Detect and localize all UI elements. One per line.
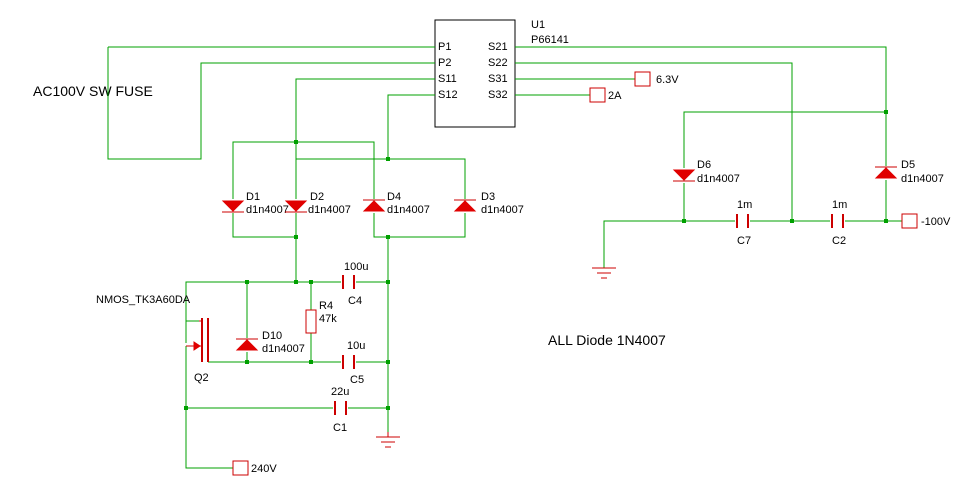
capacitor-c4-value: 100u — [344, 261, 368, 273]
pin-s31: S31 — [488, 73, 508, 85]
diode-d6-part: d1n4007 — [697, 173, 740, 185]
diode-d5: D5 d1n4007 — [874, 159, 944, 185]
resistor-r4: R4 47k — [305, 300, 337, 334]
diode-d10-ref: D10 — [262, 330, 282, 342]
capacitor-c5: 10u C5 — [342, 340, 365, 386]
pin-s22: S22 — [488, 57, 508, 69]
capacitor-c7-value: 1m — [737, 199, 752, 211]
diode-d1-part: d1n4007 — [246, 204, 289, 216]
capacitor-c2-ref: C2 — [832, 235, 846, 247]
pin-s32: S32 — [488, 89, 508, 101]
mosfet-q2-ref: Q2 — [194, 372, 209, 384]
port-2a: 2A — [589, 87, 622, 103]
port-240v-label: 240V — [251, 463, 277, 475]
wires — [107, 46, 902, 469]
pin-s11: S11 — [438, 73, 457, 85]
diode-d3-ref: D3 — [481, 191, 495, 203]
port-minus-100v-label: -100V — [921, 216, 951, 228]
capacitor-c4: 100u C4 — [342, 261, 368, 307]
port-2a-label: 2A — [608, 90, 622, 102]
port-6-3v: 6.3V — [634, 71, 679, 87]
capacitor-c4-ref: C4 — [348, 295, 362, 307]
diode-d2-ref: D2 — [310, 191, 324, 203]
diode-d3: D3 d1n4007 — [453, 191, 524, 216]
diode-d2-part: d1n4007 — [308, 204, 351, 216]
capacitor-c5-ref: C5 — [350, 374, 364, 386]
capacitor-c2: 1m C2 — [831, 199, 847, 247]
port-6-3v-label: 6.3V — [656, 74, 679, 86]
ground-symbol-right — [592, 267, 616, 279]
transformer-body — [434, 19, 516, 128]
pin-p1: P1 — [438, 41, 451, 53]
capacitor-c2-value: 1m — [832, 199, 847, 211]
diode-d1-ref: D1 — [246, 191, 260, 203]
capacitor-c1: 22u C1 — [331, 386, 349, 434]
diode-d2: D2 d1n4007 — [284, 191, 351, 216]
diode-d1: D1 d1n4007 — [221, 191, 289, 216]
diode-d4-ref: D4 — [387, 191, 401, 203]
port-240v: 240V — [232, 460, 277, 476]
mosfet-q2-part: NMOS_TK3A60DA — [96, 294, 191, 306]
port-minus-100v: -100V — [901, 213, 951, 229]
diode-d10: D10 d1n4007 — [235, 330, 305, 355]
resistor-r4-value: 47k — [319, 313, 337, 325]
pin-s12: S12 — [438, 89, 458, 101]
diode-d4-part: d1n4007 — [387, 204, 430, 216]
ic-ref: U1 — [531, 19, 545, 31]
diode-d5-part: d1n4007 — [901, 173, 944, 185]
capacitor-c5-value: 10u — [347, 340, 365, 352]
capacitor-c1-ref: C1 — [333, 422, 347, 434]
ic-part: P66141 — [531, 34, 569, 46]
pin-s21: S21 — [488, 41, 508, 53]
diode-d10-part: d1n4007 — [262, 343, 305, 355]
note-diodes: ALL Diode 1N4007 — [548, 332, 666, 348]
resistor-r4-ref: R4 — [319, 300, 333, 312]
diode-d5-ref: D5 — [901, 159, 915, 171]
transformer-u1: U1 P66141 P1 P2 S11 S12 S21 S22 S31 S32 — [434, 19, 569, 128]
capacitor-c7: 1m C7 — [736, 199, 752, 247]
diode-d6-ref: D6 — [697, 159, 711, 171]
ground-symbol-left — [376, 432, 400, 448]
diode-d3-part: d1n4007 — [481, 204, 524, 216]
pin-p2: P2 — [438, 57, 451, 69]
diode-d4: D4 d1n4007 — [362, 191, 430, 216]
capacitor-c7-ref: C7 — [737, 235, 751, 247]
note-ac-input: AC100V SW FUSE — [33, 83, 153, 99]
diode-d6: D6 d1n4007 — [672, 159, 740, 185]
mosfet-q2: NMOS_TK3A60DA Q2 — [96, 282, 209, 384]
junctions — [184, 110, 888, 410]
capacitor-c1-value: 22u — [331, 386, 349, 398]
